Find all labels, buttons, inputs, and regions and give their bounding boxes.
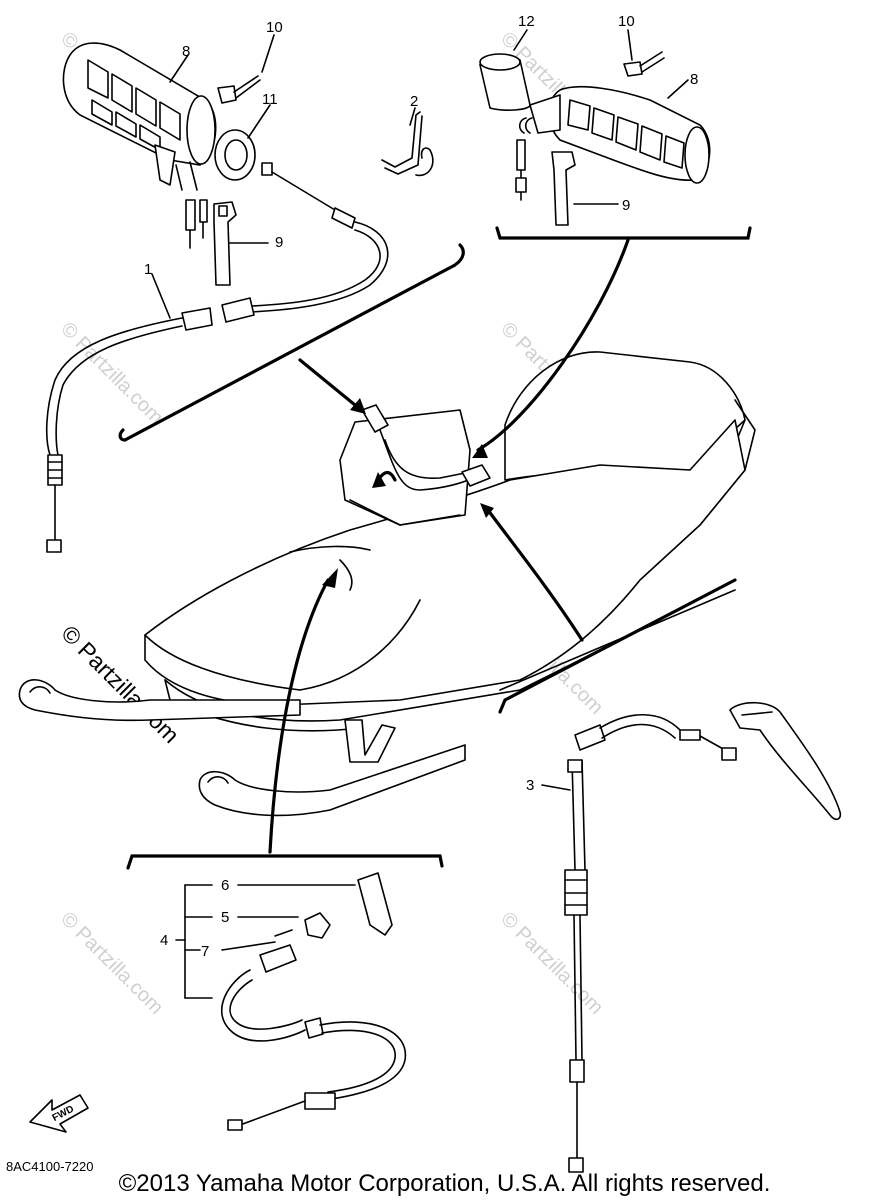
ski-strut bbox=[344, 719, 396, 763]
callout-9-right: 9 bbox=[622, 197, 630, 214]
choke-cable-end bbox=[304, 1092, 336, 1110]
callout-10-right: 10 bbox=[618, 13, 635, 30]
snowmobile-body bbox=[18, 351, 756, 817]
callout-2: 2 bbox=[410, 93, 418, 110]
callout-7: 7 bbox=[201, 943, 209, 960]
callout-3: 3 bbox=[526, 777, 534, 794]
diagram-code: 8AC4100-7220 bbox=[6, 1159, 94, 1174]
callout-10-left: 10 bbox=[266, 19, 283, 36]
brake-cable bbox=[571, 759, 576, 871]
choke-lever bbox=[357, 872, 393, 936]
detail-bracket-bottom-right bbox=[498, 578, 737, 714]
callout-4: 4 bbox=[160, 932, 168, 949]
brake-cable-end bbox=[568, 1157, 584, 1173]
callout-1: 1 bbox=[144, 261, 152, 278]
watermark: © Partzilla.com bbox=[56, 908, 167, 1019]
choke-pin bbox=[274, 929, 293, 937]
fwd-arrow-icon: FWD bbox=[29, 1094, 89, 1133]
copyright-notice: ©2013 Yamaha Motor Corporation, U.S.A. A… bbox=[118, 1170, 771, 1197]
right-handlebar-detail bbox=[479, 51, 752, 240]
callout-8-left: 8 bbox=[182, 43, 190, 60]
pointer-arrows bbox=[268, 238, 630, 854]
callout-9-left: 9 bbox=[275, 234, 283, 251]
callout-5: 5 bbox=[221, 909, 229, 926]
windshield bbox=[339, 409, 471, 526]
brake-cable-fitting bbox=[679, 729, 701, 741]
left-wire-connector bbox=[185, 199, 196, 231]
clip bbox=[381, 111, 421, 168]
callouts: 8 10 11 2 9 1 12 10 8 9 3 6 5 4 7 bbox=[144, 13, 698, 960]
right-grip bbox=[529, 85, 711, 184]
right-grip-mounted bbox=[461, 464, 491, 487]
callout-6: 6 bbox=[221, 877, 229, 894]
detail-bracket-left bbox=[123, 243, 465, 442]
left-handlebar-detail bbox=[45, 42, 465, 553]
right-cable-tie bbox=[551, 151, 576, 226]
watermark: © Partzilla.com bbox=[56, 318, 167, 429]
left-grip-mounted bbox=[361, 404, 389, 433]
left-ski bbox=[18, 679, 301, 722]
right-ski bbox=[198, 744, 466, 817]
brake-cable-sleeve bbox=[569, 1059, 585, 1083]
left-grip bbox=[62, 42, 217, 186]
cable-end-fitting bbox=[261, 162, 273, 176]
throttle-cable bbox=[249, 221, 389, 313]
brake-lever bbox=[729, 701, 842, 821]
left-cable-tie bbox=[213, 201, 237, 286]
watermark: © Partzilla.com bbox=[496, 908, 607, 1019]
left-screw bbox=[217, 85, 237, 104]
cable-end-nipple bbox=[46, 539, 62, 553]
detail-bracket-right bbox=[495, 226, 752, 240]
brake-detail bbox=[498, 578, 842, 1173]
right-wire-connector bbox=[516, 139, 526, 171]
callout-11: 11 bbox=[262, 91, 278, 108]
callout-8-right: 8 bbox=[690, 71, 698, 88]
right-screw bbox=[623, 61, 643, 77]
detail-bracket-bottom-left bbox=[126, 854, 444, 870]
choke-nut bbox=[304, 912, 331, 939]
choke-detail bbox=[126, 854, 444, 1131]
callout-12: 12 bbox=[518, 13, 535, 30]
leader-lines bbox=[151, 29, 689, 791]
